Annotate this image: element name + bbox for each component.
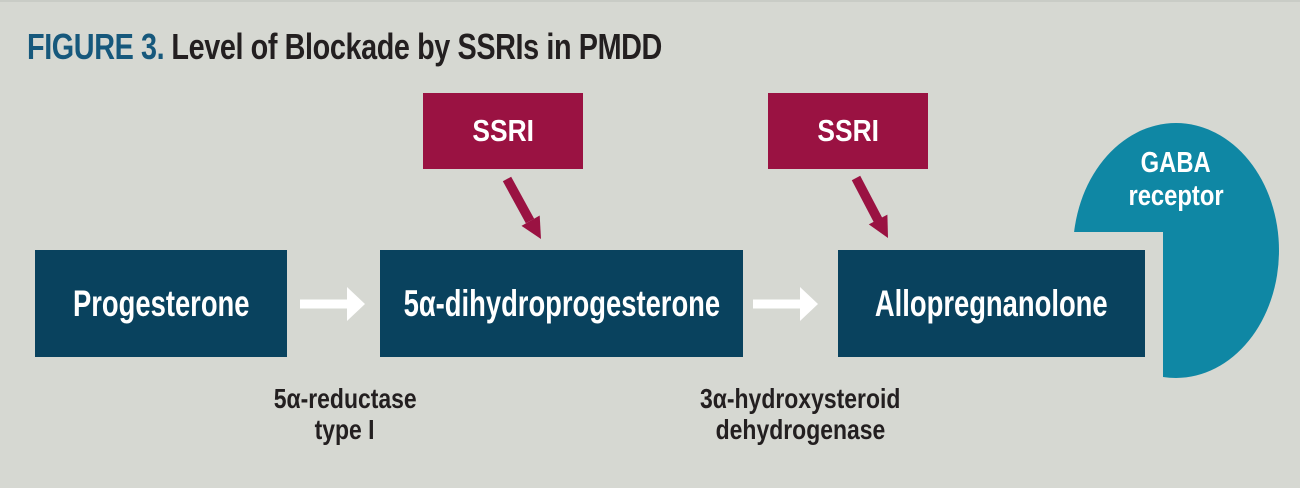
ssri-box-1-label: SSRI [472,113,534,148]
node-allopregnanolone: Allopregnanolone [838,250,1145,357]
gaba-receptor-label: GABA receptor [1073,147,1279,213]
gaba-receptor-label-line1: GABA [1140,147,1212,179]
enzyme-hydroxysteroid-line2: dehydrogenase [715,414,885,445]
ssri-box-2: SSRI [768,93,928,169]
enzyme-label-reductase: 5α-reductase type I [195,383,495,445]
ssri-blockade-arrow-2-icon [851,175,888,238]
figure-title: FIGURE 3.Level of Blockade by SSRIs in P… [27,26,662,68]
ssri-box-1: SSRI [423,93,583,169]
node-dihydroprogesterone-label: 5α-dihydroprogesterone [403,282,720,324]
node-progesterone: Progesterone [35,250,287,357]
ssri-blockade-arrow-1-icon [502,176,541,239]
gaba-receptor-label-line2: receptor [1128,180,1224,212]
figure-title-text: Level of Blockade by SSRIs in PMDD [171,26,662,67]
ssri-box-2-label: SSRI [817,113,879,148]
node-allopregnanolone-label: Allopregnanolone [875,282,1108,324]
conversion-arrow-1-icon [300,287,365,321]
node-progesterone-label: Progesterone [72,282,250,324]
top-divider [0,0,1300,2]
gaba-receptor-shape: GABA receptor [1073,123,1279,378]
enzyme-reductase-line1: 5α-reductase [273,383,417,414]
enzyme-reductase-line2: type I [315,414,375,445]
enzyme-hydroxysteroid-line1: 3α-hydroxysteroid [699,383,901,414]
conversion-arrow-2-icon [753,287,818,321]
enzyme-label-hydroxysteroid: 3α-hydroxysteroid dehydrogenase [650,383,950,445]
node-dihydroprogesterone: 5α-dihydroprogesterone [380,250,743,357]
figure-number-label: FIGURE 3. [27,26,165,67]
